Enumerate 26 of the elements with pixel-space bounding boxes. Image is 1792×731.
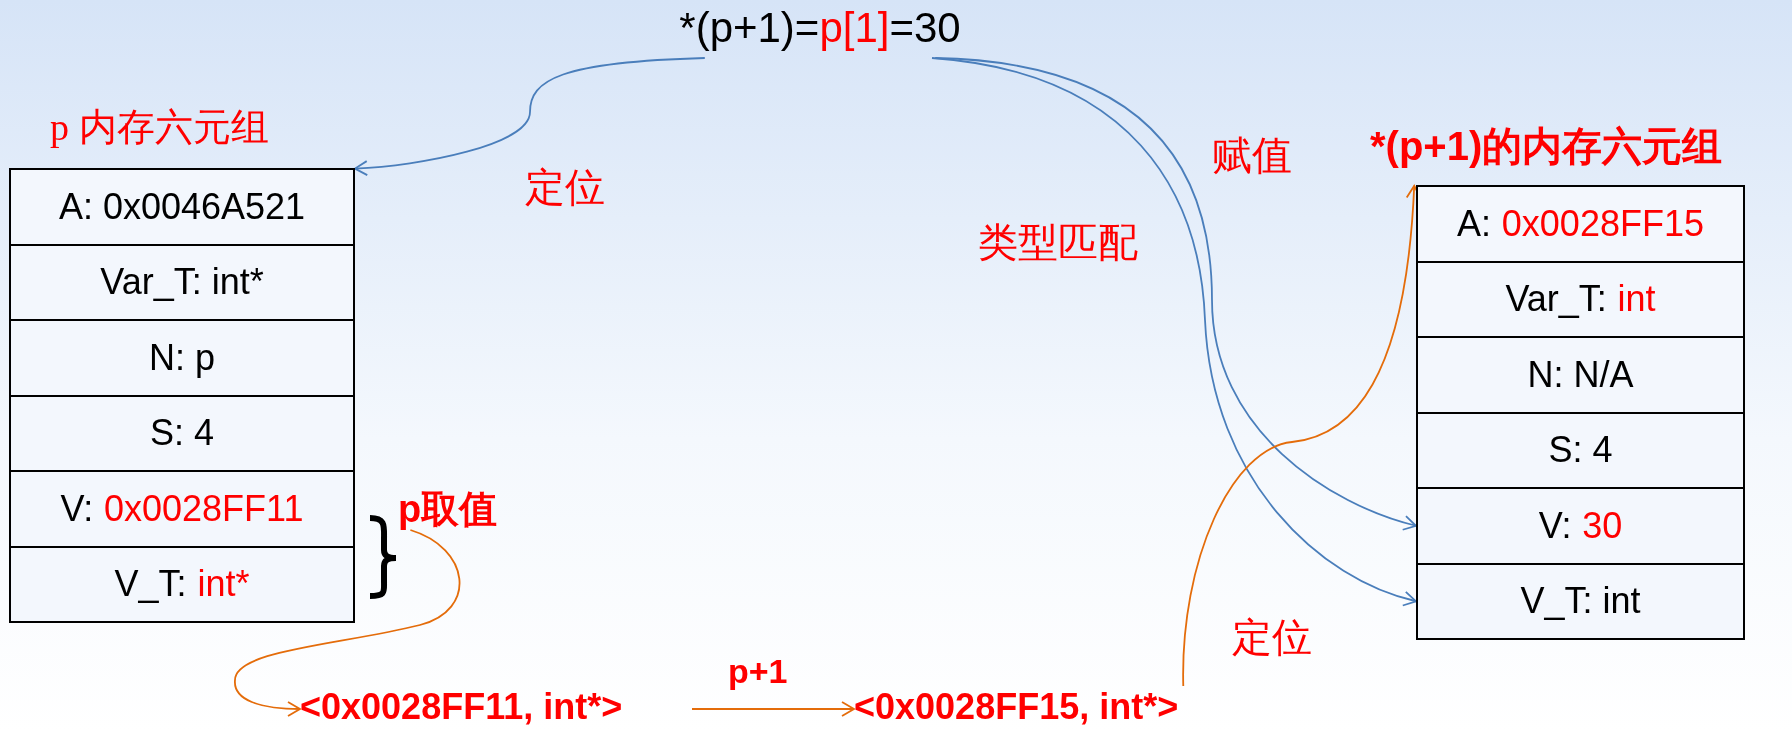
edge-label: 定位 (1232, 614, 1312, 662)
table-cell: V_T: int* (9, 545, 355, 623)
table-cell: N: p (9, 319, 355, 397)
value-text: <0x0028FF15, int*> (854, 686, 1246, 731)
edge-label: 赋值 (1212, 132, 1292, 180)
table-cell: Var_T: int* (9, 243, 355, 321)
value-text: p取值 (398, 484, 522, 530)
table-cell: A: 0x0046A521 (9, 168, 355, 246)
table-cell: N: N/A (1416, 336, 1745, 414)
edge-label: 定位 (525, 164, 605, 212)
table-cell: A: 0x0028FF15 (1416, 185, 1745, 263)
table-heading: p 内存六元组 (50, 105, 269, 150)
edge-label: p+1 (728, 652, 788, 691)
table-cell: V_T: int (1416, 562, 1745, 640)
table-cell: V: 30 (1416, 487, 1745, 565)
table-heading: *(p+1)的内存六元组 (1370, 123, 1723, 170)
table-cell: S: 4 (1416, 411, 1745, 489)
arrow (691, 701, 855, 717)
arrow (234, 529, 461, 717)
formula-text: *(p+1)=p[1]=30 (660, 4, 980, 58)
arrow (354, 57, 706, 176)
table-cell: V: 0x0028FF11 (9, 470, 355, 548)
table-cell: S: 4 (9, 394, 355, 472)
value-text: <0x0028FF11, int*> (300, 686, 692, 731)
edge-label: 类型匹配 (978, 219, 1138, 267)
table-cell: Var_T: int (1416, 260, 1745, 338)
